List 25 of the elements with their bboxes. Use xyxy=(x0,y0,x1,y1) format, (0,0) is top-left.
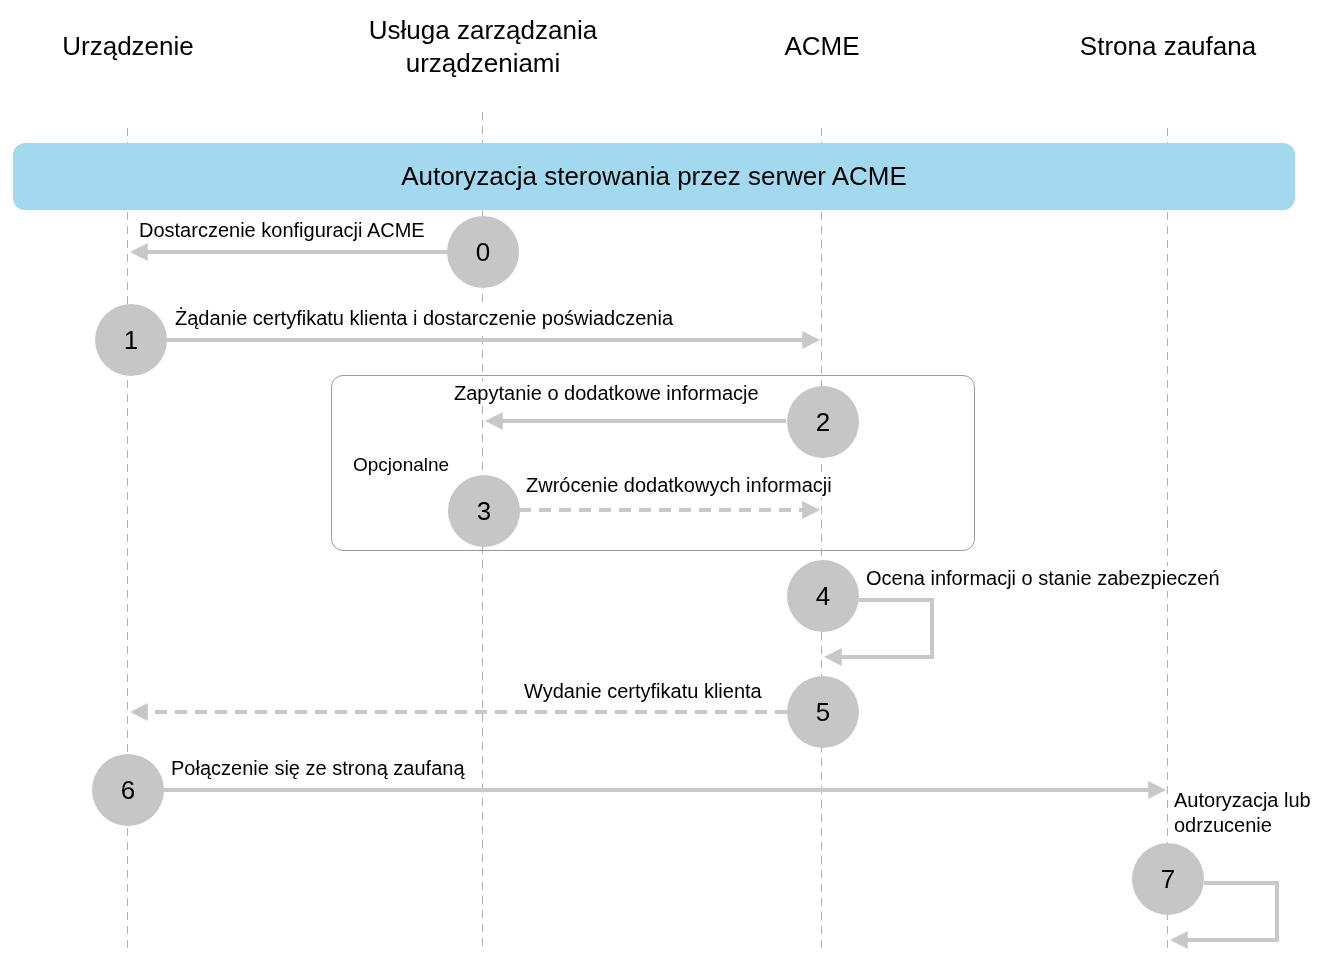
participant-name: Strona zaufana xyxy=(1078,30,1258,63)
arrow xyxy=(129,243,447,261)
edge-label: Zapytanie o dodatkowe informacje xyxy=(452,381,761,406)
participant-name: Usługa zarządzania urządzeniami xyxy=(367,14,599,80)
participant-name: Urządzenie xyxy=(61,30,195,63)
step-number-circle: 7 xyxy=(1132,843,1204,915)
step-number-circle: 6 xyxy=(92,754,164,826)
arrow xyxy=(484,412,786,430)
arrow xyxy=(167,331,821,349)
phase-band: Autoryzacja sterowania przez serwer ACME xyxy=(13,143,1295,210)
edge-label: Ocena informacji o stanie zabezpieczeń xyxy=(864,566,1222,591)
step-number-circle: 0 xyxy=(447,216,519,288)
step-number-circle: 2 xyxy=(787,386,859,458)
arrow xyxy=(823,598,934,666)
step-number-circle: 3 xyxy=(448,475,520,547)
arrow xyxy=(129,703,787,721)
step-number-circle: 1 xyxy=(95,304,167,376)
step-number-circle: 5 xyxy=(787,676,859,748)
step-number-circle: 4 xyxy=(787,560,859,632)
arrow xyxy=(519,501,821,519)
arrow xyxy=(164,781,1167,799)
frame-title: Opcjonalne xyxy=(353,454,450,476)
edge-label: Żądanie certyfikatu klienta i dostarczenie poświadczenia xyxy=(173,306,676,331)
participant-name: ACME xyxy=(783,30,861,63)
arrow xyxy=(1169,881,1279,949)
